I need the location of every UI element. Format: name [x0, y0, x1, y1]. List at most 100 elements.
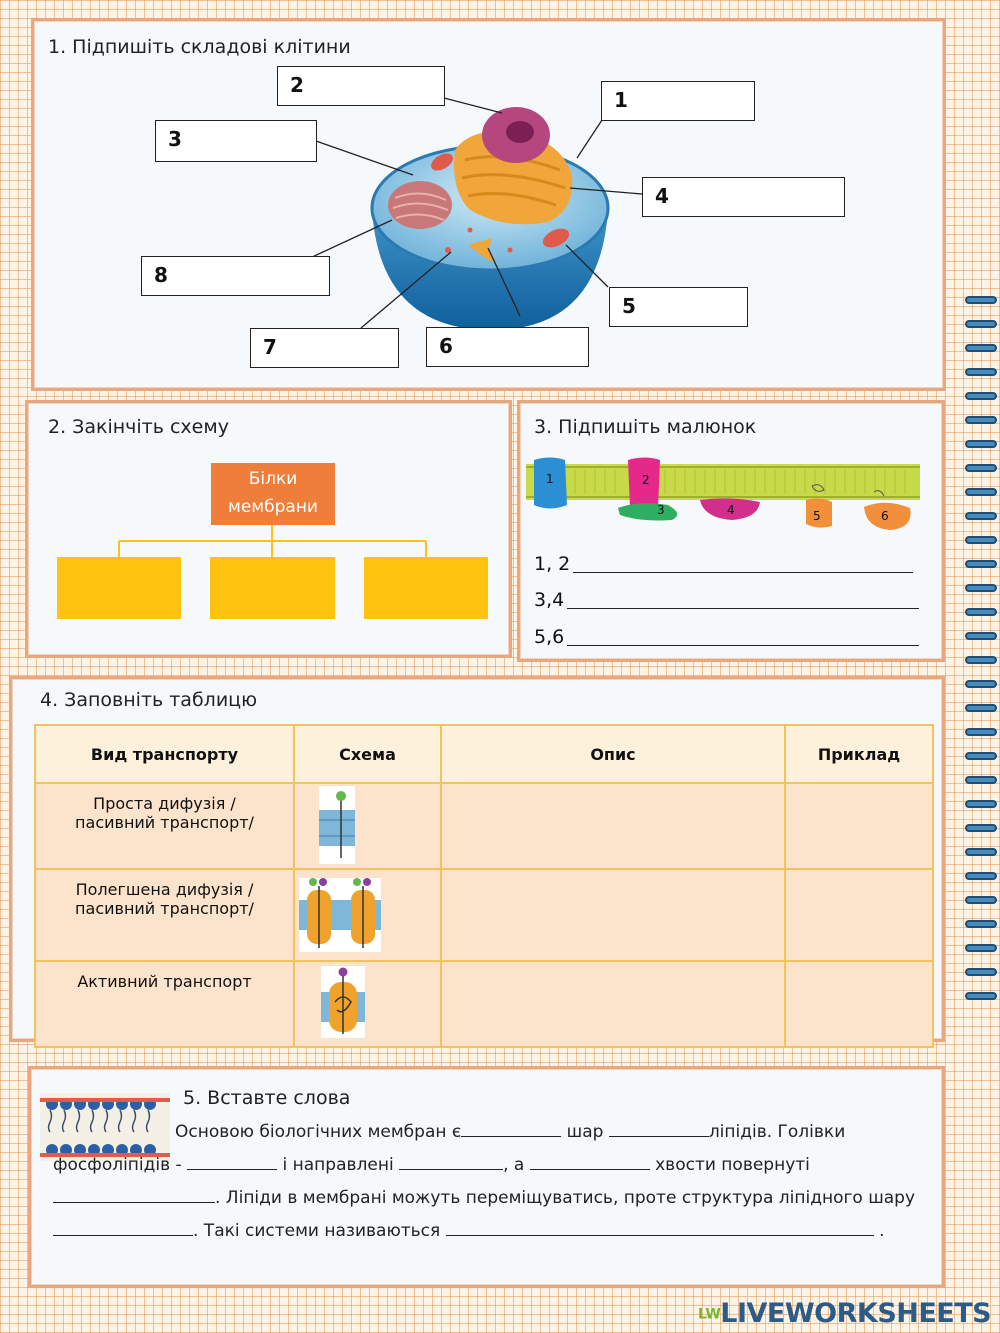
- answer-row-label: 1, 2: [534, 553, 571, 575]
- text-fragment: хвости повернуті: [655, 1155, 810, 1175]
- description-cell[interactable]: [440, 868, 786, 962]
- protein-label-4: 4: [727, 503, 735, 517]
- spiral-ring: [965, 608, 997, 616]
- answer-row-5-6: 5,6: [534, 626, 564, 648]
- section1-title: 1. Підпишіть складові клітини: [48, 36, 351, 58]
- cell-label-box-2[interactable]: 2: [277, 66, 445, 106]
- blank-field[interactable]: [445, 1221, 874, 1236]
- header-type: Вид транспорту: [34, 724, 295, 784]
- logo-text: LIVEWORKSHEETS: [720, 1298, 992, 1329]
- blank-field[interactable]: [529, 1155, 650, 1170]
- example-cell[interactable]: [784, 960, 934, 1048]
- spiral-ring: [965, 776, 997, 784]
- text-fragment: і направлені: [282, 1155, 394, 1175]
- protein-label-1: 1: [546, 472, 554, 486]
- liveworksheets-logo[interactable]: LWLIVEWORKSHEETS: [698, 1298, 992, 1329]
- header-description: Опис: [440, 724, 786, 784]
- cell-label-box-1[interactable]: 1: [601, 81, 755, 121]
- text-fragment: ліпідів. Голівки: [708, 1122, 846, 1142]
- header-example: Приклад: [784, 724, 934, 784]
- answer-row-1-2: 1, 2: [534, 553, 570, 575]
- section5-panel: [28, 1066, 945, 1288]
- spiral-ring: [965, 944, 997, 952]
- spiral-ring: [965, 416, 997, 424]
- fill-text-line-2: фосфоліпідів - і направлені , а хвости п…: [53, 1155, 810, 1175]
- facilitated-diffusion-icon: [299, 878, 381, 952]
- spiral-ring: [965, 560, 997, 568]
- spiral-ring: [965, 512, 997, 520]
- answer-line-3-4[interactable]: [567, 608, 919, 609]
- spiral-ring: [965, 992, 997, 1000]
- blank-field[interactable]: [608, 1122, 709, 1137]
- table-header-row: Вид транспорту Схема Опис Приклад: [34, 724, 934, 784]
- fill-text-line-3: . Ліпіди в мембрані можуть переміщуватис…: [53, 1188, 915, 1208]
- protein-label-5: 5: [813, 509, 821, 523]
- spiral-ring: [965, 488, 997, 496]
- cell-label-box-8[interactable]: 8: [141, 256, 330, 296]
- transport-type-cell: Полегшена дифузія /пасивний транспорт/: [34, 868, 295, 962]
- spiral-ring: [965, 752, 997, 760]
- spiral-ring: [965, 656, 997, 664]
- header-scheme: Схема: [293, 724, 442, 784]
- protein-label-6: 6: [881, 509, 889, 523]
- answer-row-label: 5,6: [534, 626, 565, 648]
- transport-table: Вид транспорту Схема Опис Приклад Проста…: [34, 724, 934, 1048]
- blank-field[interactable]: [399, 1155, 504, 1170]
- spiral-ring: [965, 872, 997, 880]
- blank-field[interactable]: [53, 1188, 215, 1203]
- cell-label-box-6[interactable]: 6: [426, 327, 589, 367]
- protein-label-3: 3: [657, 503, 665, 517]
- spiral-ring: [965, 392, 997, 400]
- spiral-ring: [965, 728, 997, 736]
- spiral-ring: [965, 968, 997, 976]
- membrane-illustration: [526, 457, 920, 530]
- schema-answer-box-2[interactable]: [210, 557, 335, 619]
- answer-line-1-2[interactable]: [573, 572, 913, 573]
- spiral-ring: [965, 344, 997, 352]
- description-cell[interactable]: [440, 960, 786, 1048]
- schema-answer-box-3[interactable]: [364, 557, 488, 619]
- fill-text-line-4: . Такі системи називаються .: [53, 1221, 884, 1241]
- answer-row-3-4: 3,4: [534, 589, 564, 611]
- cell-label-box-3[interactable]: 3: [155, 120, 317, 162]
- text-fragment: Основою біологічних мембран є: [175, 1122, 462, 1142]
- example-cell[interactable]: [784, 868, 934, 962]
- transport-type-cell: Проста дифузія /пасивний транспорт/: [34, 782, 295, 870]
- answer-row-label: 3,4: [534, 589, 565, 611]
- scheme-cell: [293, 960, 442, 1048]
- text-fragment: .: [879, 1221, 885, 1241]
- transport-type-cell: Активний транспорт: [34, 960, 295, 1048]
- spiral-ring: [965, 848, 997, 856]
- section2-title: 2. Закінчіть схему: [48, 416, 229, 438]
- answer-line-5-6[interactable]: [567, 645, 919, 646]
- text-fragment: , а: [503, 1155, 525, 1175]
- blank-field[interactable]: [53, 1221, 193, 1236]
- table-row: Активний транспорт: [34, 960, 934, 1048]
- cell-label-box-7[interactable]: 7: [250, 328, 399, 368]
- text-fragment: . Ліпіди в мембрані можуть переміщуватис…: [215, 1188, 916, 1208]
- section4-title: 4. Заповніть таблицю: [40, 689, 258, 711]
- table-row: Полегшена дифузія /пасивний транспорт/: [34, 868, 934, 962]
- description-cell[interactable]: [440, 782, 786, 870]
- schema-answer-box-1[interactable]: [57, 557, 181, 619]
- spiral-ring: [965, 584, 997, 592]
- spiral-ring: [965, 536, 997, 544]
- cell-illustration: [309, 97, 643, 330]
- spiral-ring: [965, 896, 997, 904]
- text-fragment: шар: [566, 1122, 604, 1142]
- spiral-ring: [965, 704, 997, 712]
- table-row: Проста дифузія /пасивний транспорт/: [34, 782, 934, 870]
- spiral-ring: [965, 368, 997, 376]
- example-cell[interactable]: [784, 782, 934, 870]
- spiral-ring: [965, 440, 997, 448]
- cell-label-box-5[interactable]: 5: [609, 287, 748, 327]
- protein-label-2: 2: [642, 473, 650, 487]
- cell-label-box-4[interactable]: 4: [642, 177, 845, 217]
- schema-root-box: Білки мембрани: [211, 463, 335, 525]
- schema-connectors: [118, 525, 427, 557]
- spiral-ring: [965, 296, 997, 304]
- section5-title: 5. Вставте слова: [183, 1087, 351, 1109]
- text-fragment: . Такі системи називаються: [193, 1221, 441, 1241]
- blank-field[interactable]: [187, 1155, 278, 1170]
- blank-field[interactable]: [461, 1122, 562, 1137]
